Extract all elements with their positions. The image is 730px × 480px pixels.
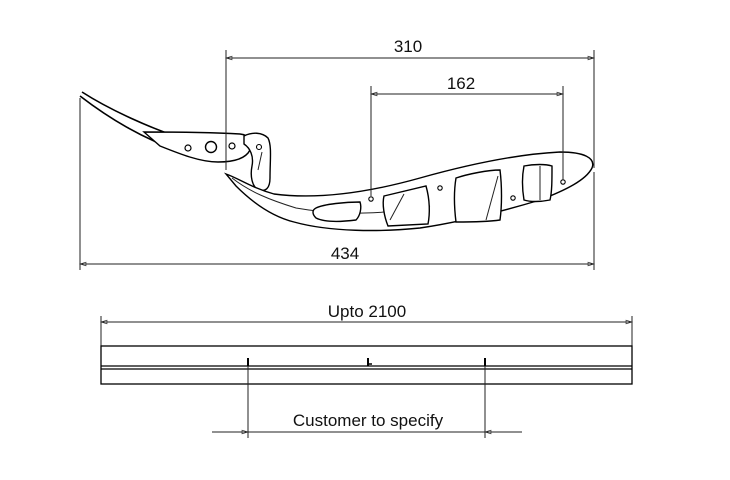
dimension-label-162: 162 bbox=[447, 74, 475, 93]
dimension-bracket-spacing: Customer to specify bbox=[212, 366, 522, 438]
dimension-label-bracket-spacing: Customer to specify bbox=[293, 411, 444, 430]
dimension-162: 162 bbox=[369, 74, 565, 196]
dimension-label-bar-length: Upto 2100 bbox=[328, 302, 406, 321]
dimension-bar-length: Upto 2100 bbox=[99, 302, 634, 346]
bracket-profile bbox=[79, 91, 594, 232]
dimension-434: 434 bbox=[78, 98, 596, 270]
dimension-label-434: 434 bbox=[331, 244, 359, 263]
dimension-label-310: 310 bbox=[394, 37, 422, 56]
dimension-310: 310 bbox=[224, 37, 596, 170]
bar-elevation bbox=[100, 345, 633, 385]
